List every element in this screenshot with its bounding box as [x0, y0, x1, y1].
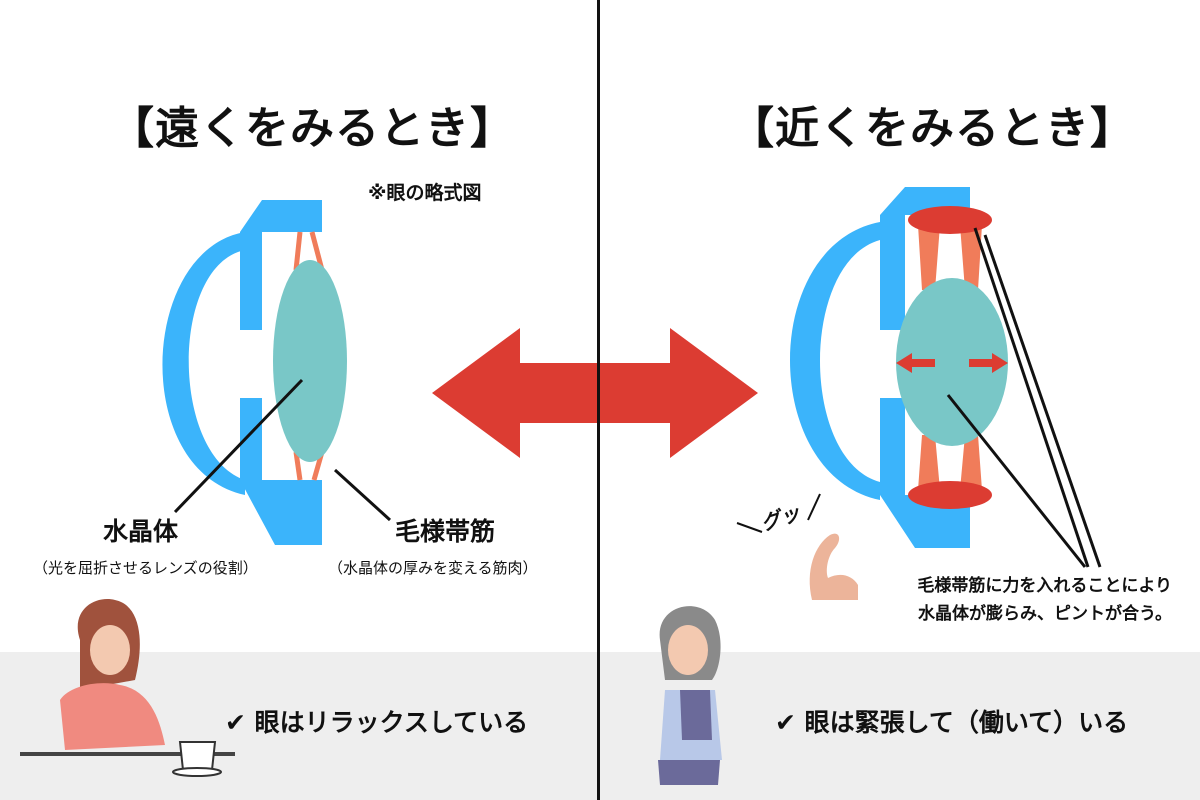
- left-zonule: [293, 451, 303, 481]
- left-zonule: [309, 231, 325, 271]
- right-zonule-top: [918, 225, 982, 290]
- left-zonule: [293, 231, 303, 271]
- left-iris-bottom: [240, 398, 322, 545]
- muscle-leader-line: [973, 227, 1090, 568]
- lens-label: 水晶体: [103, 517, 179, 546]
- left-lens: [273, 260, 347, 462]
- muscle-leader-line: [333, 468, 392, 522]
- right-lens: [896, 278, 1008, 446]
- right-cornea: [790, 222, 880, 500]
- relaxed-woman-illustration: [20, 599, 235, 777]
- explanation-line-2: 水晶体が膨らみ、ピントが合う。: [918, 604, 1172, 624]
- right-eye-diagram: [790, 187, 1102, 568]
- ciliary-muscle-label: 毛様帯筋: [395, 517, 496, 546]
- left-title: 【遠くをみるとき】: [110, 103, 515, 154]
- ciliary-muscle-description: （水晶体の厚みを変える筋肉）: [328, 559, 538, 577]
- flexed-arm-icon: [809, 533, 858, 600]
- motion-line: [736, 522, 763, 533]
- lens-description: （光を屈折させるレンズの役割）: [33, 559, 258, 577]
- motion-line: [807, 493, 821, 521]
- lens-expand-arrow-right: [969, 353, 1008, 373]
- left-status: ✔ 眼はリラックスしている: [225, 708, 529, 737]
- left-eye-diagram: [162, 200, 392, 545]
- right-title: 【近くをみるとき】: [730, 103, 1135, 154]
- ciliary-muscle-bottom: [908, 481, 992, 509]
- right-zonule-bottom: [918, 435, 982, 490]
- ciliary-muscle-top: [908, 206, 992, 234]
- center-divider: [597, 0, 600, 800]
- right-iris-top: [880, 187, 970, 330]
- lens-leader-line: [946, 394, 1087, 568]
- left-cornea: [162, 232, 245, 495]
- right-status: ✔ 眼は緊張して（働いて）いる: [775, 708, 1129, 737]
- tense-woman-illustration: [658, 606, 722, 785]
- left-iris-top: [240, 200, 322, 330]
- lens-expand-arrow-left: [896, 353, 935, 373]
- explanation-text: 毛様帯筋に力を入れることにより 水晶体が膨らみ、ピントが合う。: [872, 572, 1172, 628]
- explanation-line-1: 毛様帯筋に力を入れることにより: [917, 576, 1172, 596]
- right-iris-bottom: [880, 398, 970, 548]
- lens-leader-line: [173, 378, 304, 514]
- double-arrow: [432, 328, 758, 458]
- schematic-note: ※眼の略式図: [368, 182, 482, 204]
- muscle-leader-line: [983, 234, 1102, 568]
